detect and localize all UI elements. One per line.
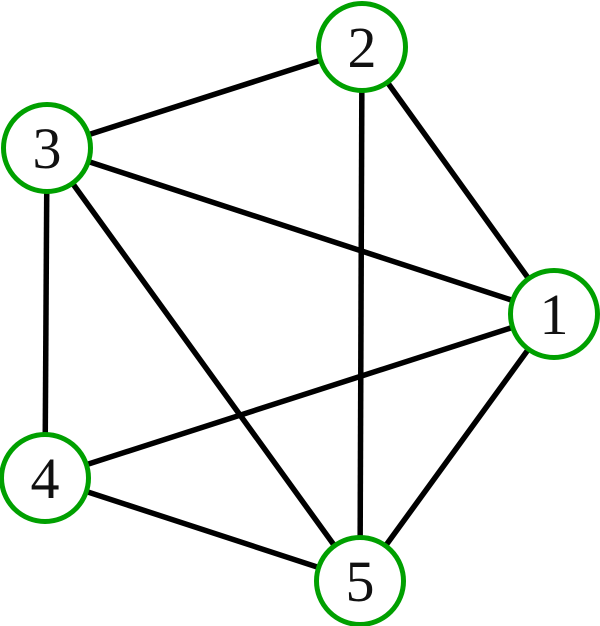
graph-edge-2-3 xyxy=(46,44,363,151)
graph-node-2: 2 xyxy=(316,1,408,93)
edges-layer xyxy=(42,44,557,584)
graph-edge-3-4 xyxy=(42,147,50,479)
graph-node-1: 1 xyxy=(508,268,600,360)
graph-node-5: 5 xyxy=(314,535,406,626)
graph-edge-3-1 xyxy=(46,145,555,317)
node-circle xyxy=(316,1,408,93)
node-circle xyxy=(508,268,600,360)
graph-edge-4-5 xyxy=(44,475,361,584)
graph-node-3: 3 xyxy=(1,102,93,194)
node-circle xyxy=(0,432,91,524)
graph-edge-3-5 xyxy=(44,146,363,583)
graph-edge-2-5 xyxy=(357,46,365,582)
node-label: 5 xyxy=(346,549,375,614)
graph-edge-4-1 xyxy=(44,311,555,481)
graph-node-4: 4 xyxy=(0,432,91,524)
graph-edge-1-5 xyxy=(357,312,557,583)
node-circle xyxy=(314,535,406,626)
node-label: 2 xyxy=(348,15,377,80)
graph-edge-2-1 xyxy=(359,45,557,316)
node-label: 3 xyxy=(33,116,62,181)
node-label: 1 xyxy=(540,282,569,347)
node-label: 4 xyxy=(31,446,60,511)
node-circle xyxy=(1,102,93,194)
